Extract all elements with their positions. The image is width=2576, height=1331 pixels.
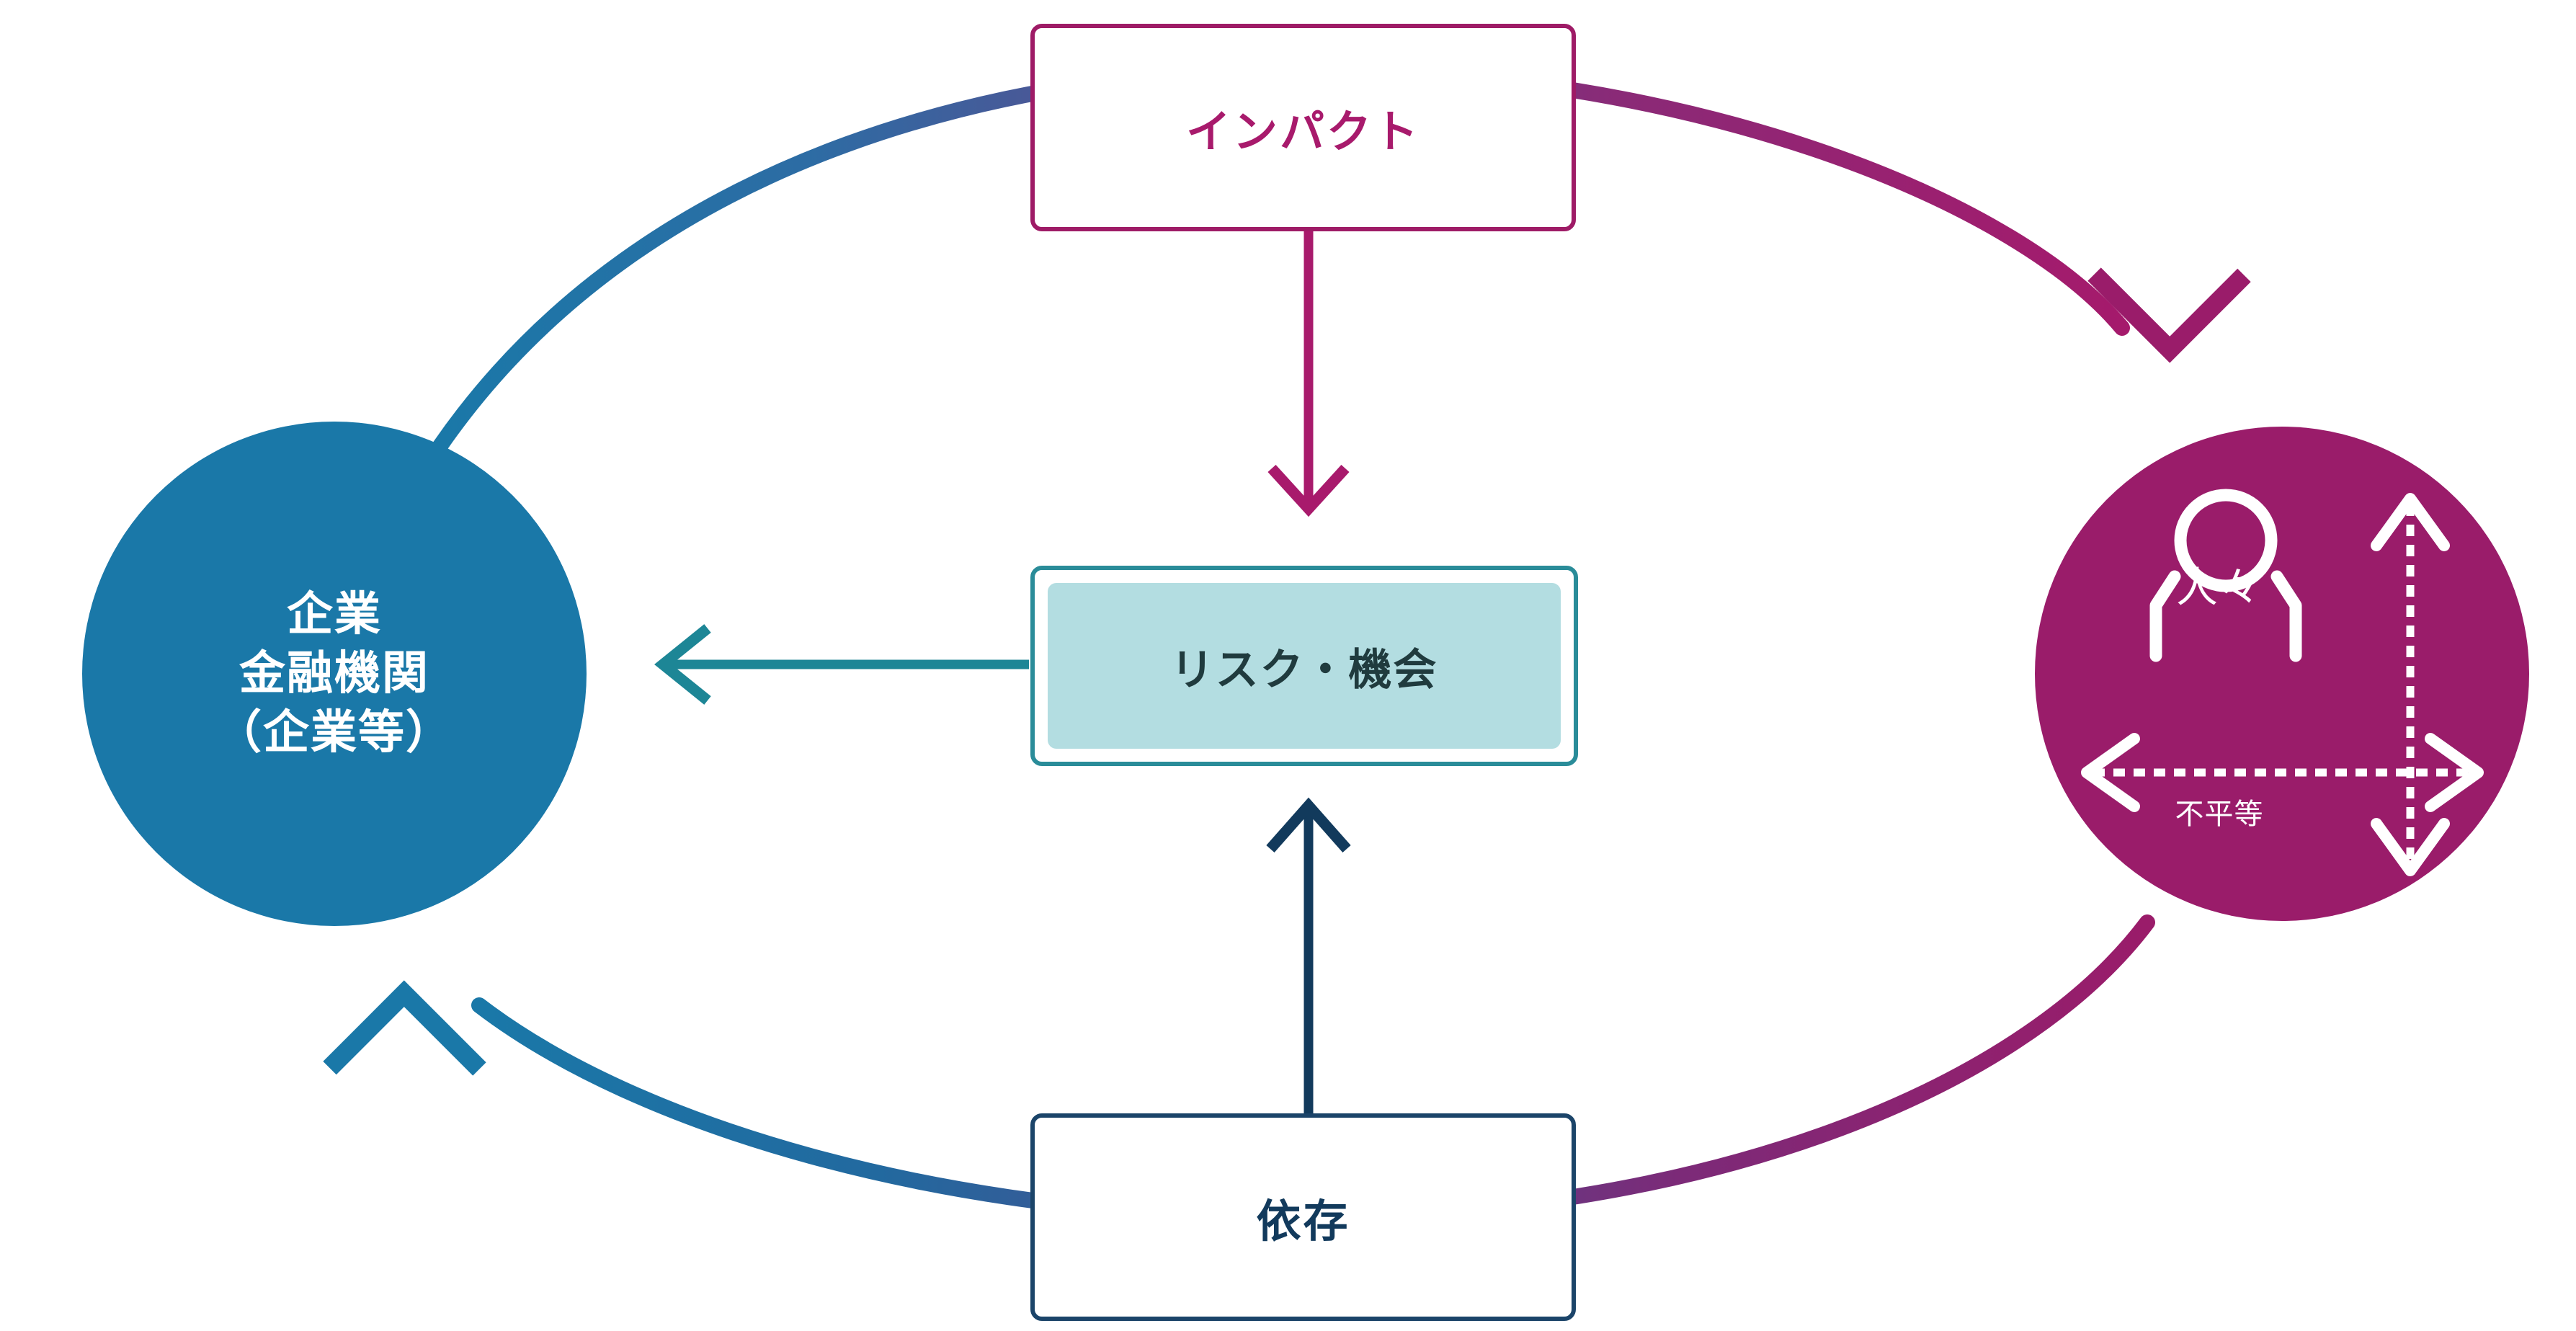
dependency-box-label: 依存 [1256,1197,1350,1247]
inequality-horizontal-arrow [2081,733,2484,812]
arrowhead-dependency-to-risk [1266,797,1351,853]
arrowhead-impact-to-risk [1267,464,1350,517]
arrowhead-bottom-arc [323,980,486,1076]
connector-risk-to-enterprise [654,624,1029,705]
dependency-box[interactable]: 依存 [1030,1113,1576,1321]
risk-box[interactable]: リスク・機会 [1030,566,1578,766]
person-icon [2149,489,2302,662]
enterprise-circle[interactable] [82,422,587,926]
impact-box-label: インパクト [1185,107,1420,157]
connector-impact-to-risk [1267,231,1350,517]
impact-box[interactable]: インパクト [1030,24,1576,231]
risk-box-inner: リスク・機会 [1048,583,1561,749]
connector-dependency-to-risk [1266,797,1351,1113]
inequality-vertical-arrow [2371,493,2450,876]
risk-box-label: リスク・機会 [1170,645,1438,694]
arrowhead-top-arc [2087,267,2251,363]
arrowhead-risk-to-enterprise [654,624,711,705]
people-circle[interactable] [2035,427,2529,921]
